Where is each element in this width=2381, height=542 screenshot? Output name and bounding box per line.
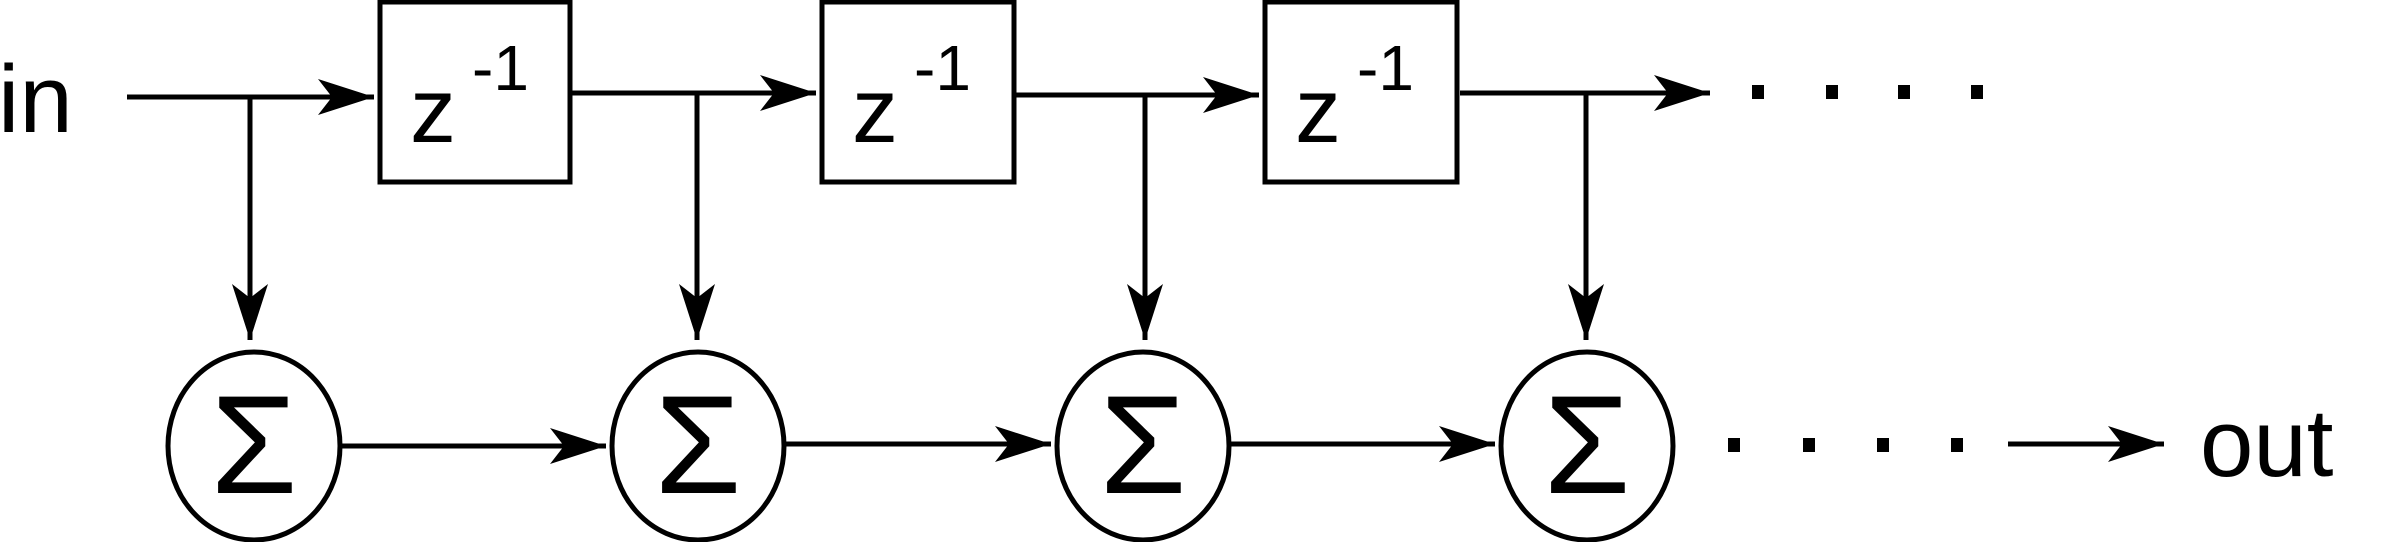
summing-node-3-symbol: Σ [1100, 366, 1187, 523]
summing-node-3: Σ [1054, 349, 1232, 542]
summing-node-2-symbol: Σ [655, 366, 742, 523]
top-continuation-dots [1752, 85, 1983, 99]
delay-block-1: z -1 [377, 0, 573, 185]
bottom-continuation-dots [1728, 438, 1963, 452]
delay-block-1-symbol: z [410, 60, 456, 162]
output-label: out [2200, 390, 2333, 497]
delay-block-3: z -1 [1262, 0, 1460, 185]
summing-node-1-symbol: Σ [211, 366, 298, 523]
summing-node-1: Σ [165, 349, 343, 542]
summing-node-4-symbol: Σ [1544, 366, 1631, 523]
delay-block-2-symbol: z [852, 60, 898, 162]
delay-block-3-exponent: -1 [1357, 32, 1414, 104]
summing-node-2: Σ [609, 349, 787, 542]
delay-block-3-symbol: z [1295, 60, 1341, 162]
input-label: in [0, 46, 73, 153]
delay-block-2-exponent: -1 [914, 32, 971, 104]
delay-block-1-exponent: -1 [472, 32, 529, 104]
delay-block-2: z -1 [819, 0, 1017, 185]
summing-node-4: Σ [1498, 349, 1676, 542]
